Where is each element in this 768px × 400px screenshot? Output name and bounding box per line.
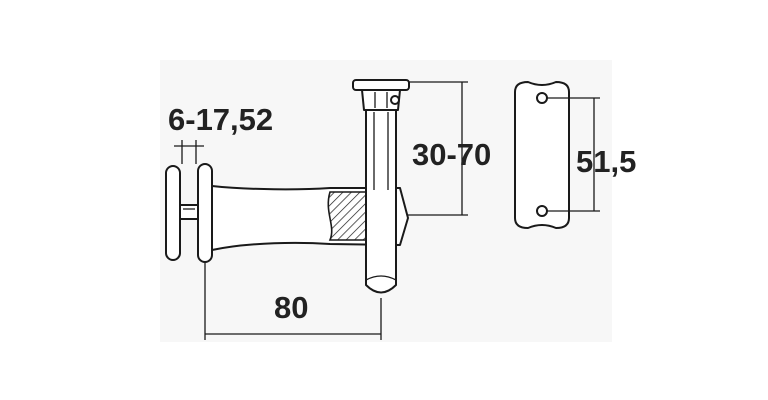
clamp-inner-pad <box>197 163 213 263</box>
plate-hole-top <box>536 92 548 104</box>
clamp-outer-pad <box>165 165 181 261</box>
post-tip-line <box>365 275 397 281</box>
label-height-adjust: 30-70 <box>412 137 491 172</box>
label-glass-thickness: 6-17,52 <box>168 102 273 137</box>
label-hole-spacing: 51,5 <box>576 144 636 179</box>
label-projection: 80 <box>274 290 308 325</box>
dimension-glass-thickness <box>174 140 204 164</box>
dimension-height <box>408 81 468 216</box>
clamp-bolt <box>179 204 199 220</box>
post-shaft <box>365 109 397 294</box>
dimension-projection <box>204 262 382 340</box>
mounting-plate <box>514 81 570 229</box>
dimension-hole-spacing <box>547 97 600 212</box>
glass-clamp <box>165 163 213 263</box>
plate-hole-bottom <box>536 205 548 217</box>
vertical-post <box>352 79 410 294</box>
plate-body <box>514 81 570 229</box>
set-screw <box>390 95 400 105</box>
arm-section-hatch <box>327 191 367 241</box>
bracket-arm <box>211 185 409 251</box>
saddle-plate <box>352 79 410 91</box>
saddle-neck <box>361 89 401 111</box>
